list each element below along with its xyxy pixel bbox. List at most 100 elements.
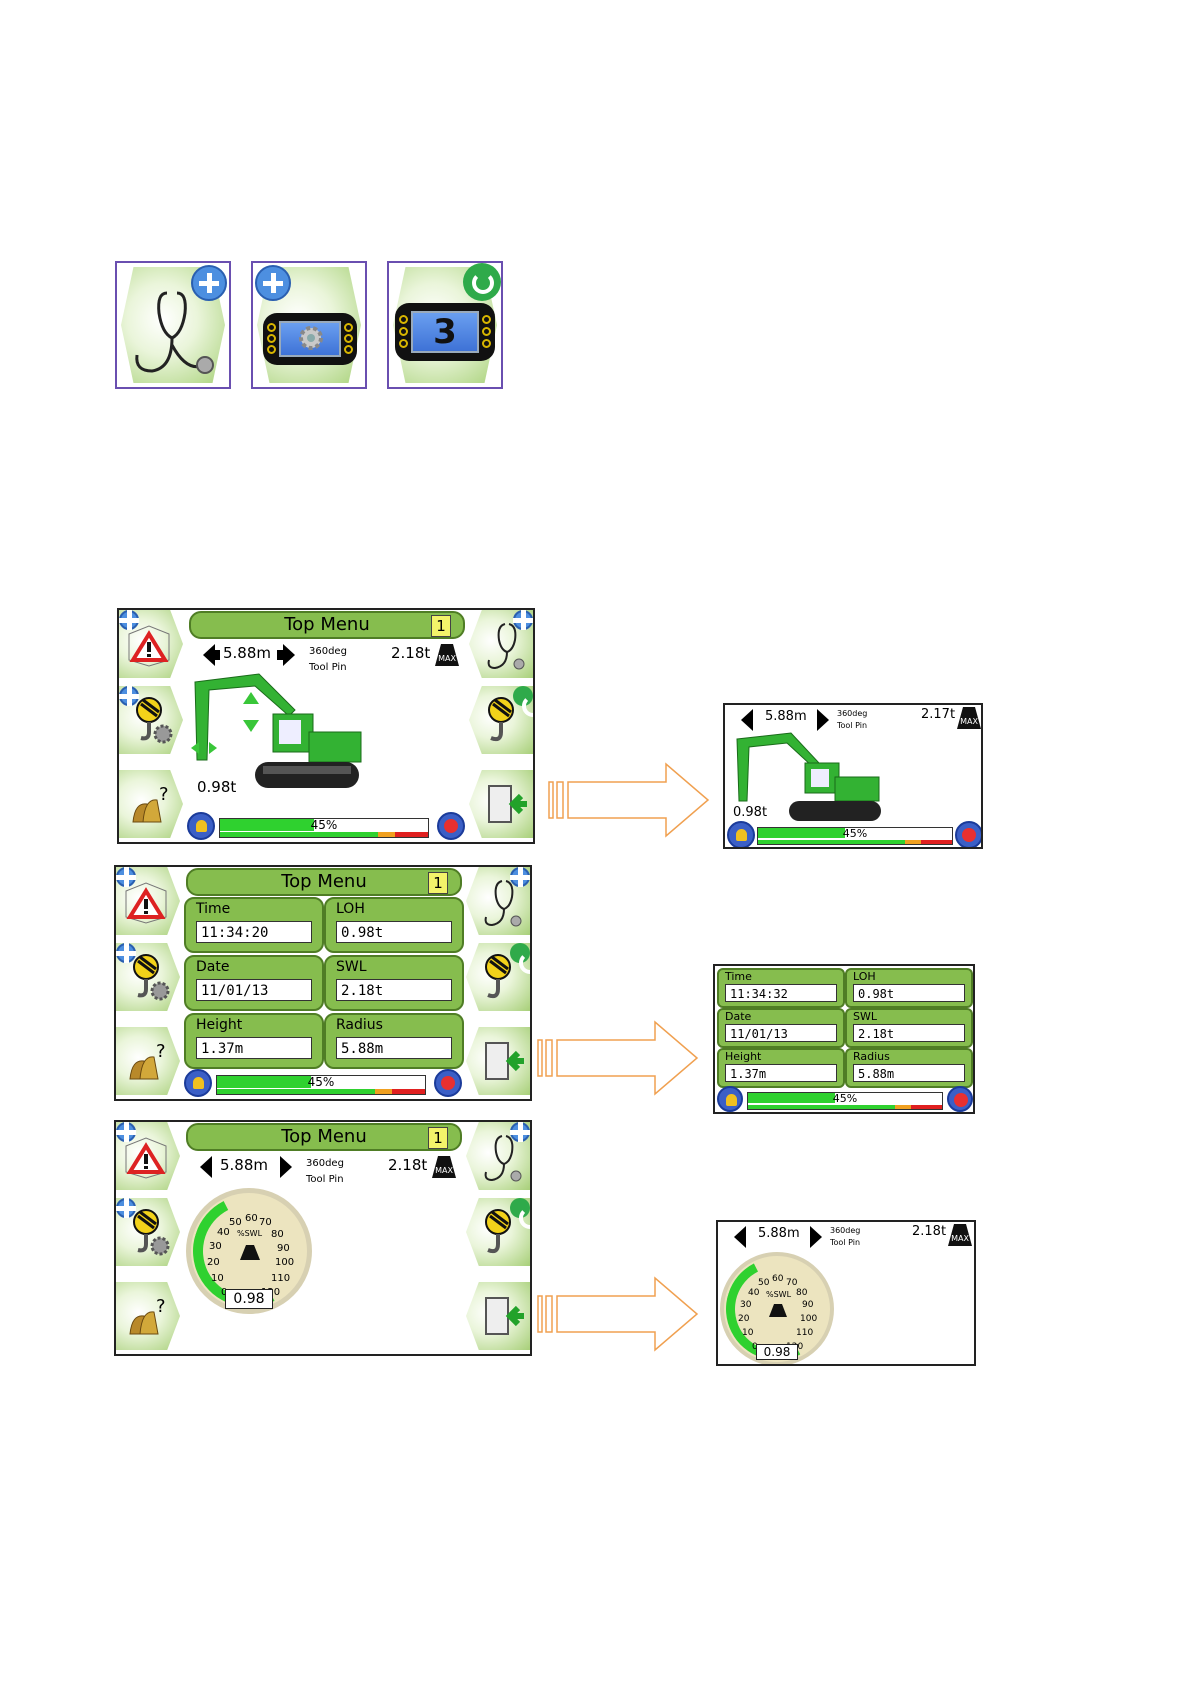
hook-gear-icon bbox=[136, 697, 173, 744]
max-weight-icon: MAX bbox=[432, 1156, 456, 1178]
top-menu-title[interactable]: Top Menu 1 bbox=[189, 611, 465, 639]
max-load-value: 2.17t bbox=[921, 707, 956, 722]
alarm-mute-icon[interactable] bbox=[947, 1086, 973, 1112]
help-tools-button[interactable]: ? bbox=[116, 1027, 180, 1095]
plus-icon bbox=[513, 610, 533, 630]
date-cell: Date 11/01/13 bbox=[184, 955, 324, 1011]
transition-arrow-icon bbox=[537, 1276, 699, 1352]
help-tools-button[interactable]: ? bbox=[119, 770, 183, 838]
gauge-tick: 20 bbox=[738, 1314, 750, 1324]
gauge-tick: 50 bbox=[229, 1217, 242, 1228]
exit-button[interactable] bbox=[466, 1027, 530, 1095]
alarm-bell-icon[interactable] bbox=[717, 1086, 743, 1112]
svg-text:?: ? bbox=[156, 1041, 166, 1062]
plus-icon bbox=[510, 1122, 530, 1142]
time-cell: Time 11:34:20 bbox=[184, 897, 324, 953]
tool-value: Tool Pin bbox=[837, 721, 868, 730]
alarm-bell-icon[interactable] bbox=[727, 821, 755, 847]
top-menu-title[interactable]: Top Menu 1 bbox=[186, 868, 462, 896]
bucket-help-icon: ? bbox=[129, 1041, 166, 1080]
height-value: 1.37m bbox=[196, 1037, 312, 1059]
progress-label: 45% bbox=[307, 1075, 335, 1089]
radius-value: 5.88m bbox=[223, 644, 272, 662]
gauge-tick: 40 bbox=[748, 1288, 760, 1298]
settings-add-button[interactable] bbox=[251, 261, 367, 389]
title-text: Top Menu bbox=[284, 614, 370, 635]
plus-icon bbox=[116, 1122, 136, 1142]
gauge-unit: %SWL bbox=[766, 1290, 792, 1299]
gauge-tick: 20 bbox=[207, 1257, 220, 1268]
title-text: Top Menu bbox=[281, 1126, 367, 1147]
tool-value: Tool Pin bbox=[309, 662, 347, 673]
warning-icon bbox=[128, 625, 170, 667]
diagnostics-button[interactable] bbox=[469, 610, 533, 678]
progress-label: 45% bbox=[832, 1092, 858, 1105]
exit-button[interactable] bbox=[469, 770, 533, 838]
hook-settings-button[interactable] bbox=[116, 1198, 180, 1266]
stethoscope-icon bbox=[484, 1135, 522, 1182]
radius-value: 5.88m bbox=[853, 1064, 965, 1082]
loh-cell: LOH 0.98t bbox=[324, 897, 464, 953]
stethoscope-icon bbox=[487, 623, 525, 670]
transition-arrow-icon bbox=[537, 1020, 699, 1096]
alarm-bell-icon[interactable] bbox=[184, 1069, 212, 1097]
help-tools-button[interactable]: ? bbox=[116, 1282, 180, 1350]
tool-value: Tool Pin bbox=[830, 1238, 861, 1247]
gauge-tick: 90 bbox=[802, 1300, 814, 1310]
excavator-image bbox=[191, 673, 362, 788]
swl-label: SWL bbox=[336, 959, 367, 975]
warning-icon bbox=[125, 1137, 167, 1179]
height-label: Height bbox=[196, 1017, 243, 1033]
alarm-mute-icon[interactable] bbox=[437, 812, 465, 840]
swl-value: 2.18t bbox=[336, 979, 452, 1001]
warning-settings-button[interactable] bbox=[119, 610, 183, 678]
alarm-bell-icon[interactable] bbox=[187, 812, 215, 840]
display-refresh-button[interactable]: 3 bbox=[387, 261, 503, 389]
warning-settings-button[interactable] bbox=[116, 1122, 180, 1190]
arrow-left-icon bbox=[734, 1226, 746, 1248]
hook-refresh-button[interactable] bbox=[466, 1198, 530, 1266]
rotation-value: 360deg bbox=[309, 646, 347, 657]
time-label: Time bbox=[196, 901, 231, 917]
radius-value: 5.88m bbox=[765, 709, 807, 724]
hook-settings-button[interactable] bbox=[119, 686, 183, 754]
exit-button[interactable] bbox=[466, 1282, 530, 1350]
refresh-icon bbox=[463, 263, 501, 301]
time-value: 11:34:32 bbox=[725, 984, 837, 1002]
max-weight-icon: MAX bbox=[948, 1224, 972, 1246]
warning-settings-button[interactable] bbox=[116, 867, 180, 935]
gauge-tick: 80 bbox=[796, 1288, 808, 1298]
page-number: 1 bbox=[428, 872, 448, 894]
gauge-tick: 70 bbox=[786, 1278, 798, 1288]
gauge-tick: 60 bbox=[245, 1213, 258, 1224]
arrow-right-icon bbox=[810, 1226, 822, 1248]
arrow-right-icon bbox=[283, 644, 295, 666]
load-progress-bar: 45% bbox=[219, 818, 429, 838]
top-menu-title[interactable]: Top Menu 1 bbox=[186, 1123, 462, 1151]
diagnostics-button[interactable] bbox=[466, 1122, 530, 1190]
gauge-tick: 110 bbox=[271, 1273, 291, 1284]
progress-fill bbox=[748, 1093, 836, 1103]
alarm-mute-icon[interactable] bbox=[955, 821, 981, 847]
diagnostics-button[interactable] bbox=[466, 867, 530, 935]
arrow-left-icon bbox=[203, 644, 215, 666]
plus-icon bbox=[116, 1198, 136, 1218]
hook-settings-button[interactable] bbox=[116, 943, 180, 1011]
stethoscope-add-button[interactable] bbox=[115, 261, 231, 389]
transition-arrow-icon bbox=[548, 762, 710, 838]
arrow-left-icon bbox=[200, 1156, 212, 1178]
gauge-tick: 30 bbox=[209, 1241, 222, 1252]
load-progress-bar: 45% bbox=[747, 1092, 943, 1110]
refresh-icon bbox=[510, 943, 530, 974]
alarm-mute-icon[interactable] bbox=[434, 1069, 462, 1097]
time-label: Time bbox=[725, 970, 752, 983]
warning-icon bbox=[125, 882, 167, 924]
plus-icon bbox=[119, 610, 139, 630]
gauge-tick: 0 bbox=[752, 1342, 758, 1352]
hook-refresh-button[interactable] bbox=[469, 686, 533, 754]
hook-refresh-button[interactable] bbox=[466, 943, 530, 1011]
swl-gauge: 0 10 20 30 40 50 60 70 80 90 100 110 120… bbox=[178, 1180, 320, 1322]
load-progress-bar: 45% bbox=[216, 1075, 426, 1095]
screen-gauge-menu: ? Top Menu 1 5.88m 360deg Tool Pin 2.18t… bbox=[114, 1120, 532, 1356]
swl-label: SWL bbox=[853, 1010, 877, 1023]
